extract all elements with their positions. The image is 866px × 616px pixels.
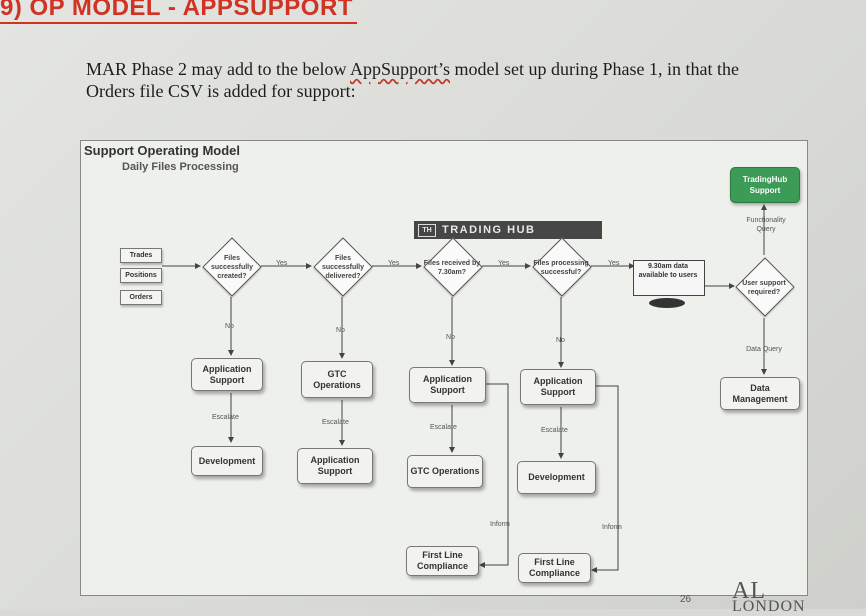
- no-label-4: No: [556, 337, 565, 344]
- col2-application-support-box: Application Support: [297, 448, 373, 484]
- col2-escalate-label: Escalate: [322, 419, 349, 426]
- col3-application-support-box: Application Support: [409, 367, 486, 403]
- intro-highlight: AppSupport’s: [349, 59, 450, 79]
- data-query-label: Data Query: [746, 346, 782, 353]
- tradinghub-support-box: TradingHub Support: [730, 167, 800, 203]
- trading-hub-label: TRADING HUB: [442, 224, 536, 236]
- col2-gtc-operations-box: GTC Operations: [301, 361, 373, 398]
- display-screen-icon: [633, 260, 705, 296]
- intro-after: model set up during Phase 1, in that the…: [86, 59, 739, 101]
- yes-label-3: Yes: [498, 260, 510, 267]
- col3-inform-label: Inform: [490, 521, 510, 528]
- col4-escalate-label: Escalate: [541, 427, 568, 434]
- decision-processing-label: Files processing successful?: [533, 260, 589, 276]
- display-stand-icon: [649, 298, 685, 308]
- col1-application-support-box: Application Support: [191, 358, 263, 391]
- decision-created-label: Files successfully created?: [210, 255, 254, 280]
- trading-hub-logo-icon: TH: [418, 223, 436, 237]
- corner-logo-text: AL LONDON: [732, 578, 805, 615]
- col3-first-line-compliance-box: First Line Compliance: [406, 546, 479, 576]
- corner-line-2: LONDON: [732, 598, 806, 615]
- col4-first-line-compliance-box: First Line Compliance: [518, 553, 591, 583]
- decision-user-support-label: User support required?: [742, 280, 786, 296]
- col4-inform-label: Inform: [602, 524, 622, 531]
- corner-line-1: AL: [732, 578, 766, 604]
- input-positions: Positions: [120, 268, 162, 283]
- decision-received-label: Files received by 7.30am?: [423, 260, 481, 276]
- col3-escalate-label: Escalate: [430, 424, 457, 431]
- yes-label-2: Yes: [388, 260, 400, 267]
- col3-gtc-operations-box: GTC Operations: [407, 455, 483, 488]
- display-data-available-label: 9.30am data available to users: [638, 263, 698, 279]
- data-management-box: Data Management: [720, 377, 800, 410]
- yes-label-4: Yes: [608, 260, 620, 267]
- decision-delivered-label: Files successfully delivered?: [321, 255, 365, 280]
- page-number: 26: [680, 594, 692, 605]
- no-label-1: No: [225, 323, 234, 330]
- col1-escalate-label: Escalate: [212, 414, 239, 421]
- col4-application-support-box: Application Support: [520, 369, 596, 405]
- functionality-query-label: Functionality Query: [746, 217, 786, 233]
- diagram-title: Support Operating Model: [84, 143, 240, 158]
- input-orders: Orders: [120, 290, 162, 305]
- diagram-subtitle: Daily Files Processing: [122, 161, 239, 173]
- col1-development-box: Development: [191, 446, 263, 476]
- intro-text: MAR Phase 2 may add to the below AppSupp…: [86, 58, 786, 102]
- col4-development-box: Development: [517, 461, 596, 494]
- intro-before: MAR Phase 2 may add to the below: [86, 59, 350, 79]
- no-label-3: No: [446, 334, 455, 341]
- yes-label-1: Yes: [276, 260, 288, 267]
- input-trades: Trades: [120, 248, 162, 263]
- trading-hub-banner: TH TRADING HUB: [414, 221, 602, 239]
- page-title: 9) OP MODEL - APPSUPPORT: [0, 0, 357, 24]
- no-label-2: No: [336, 327, 345, 334]
